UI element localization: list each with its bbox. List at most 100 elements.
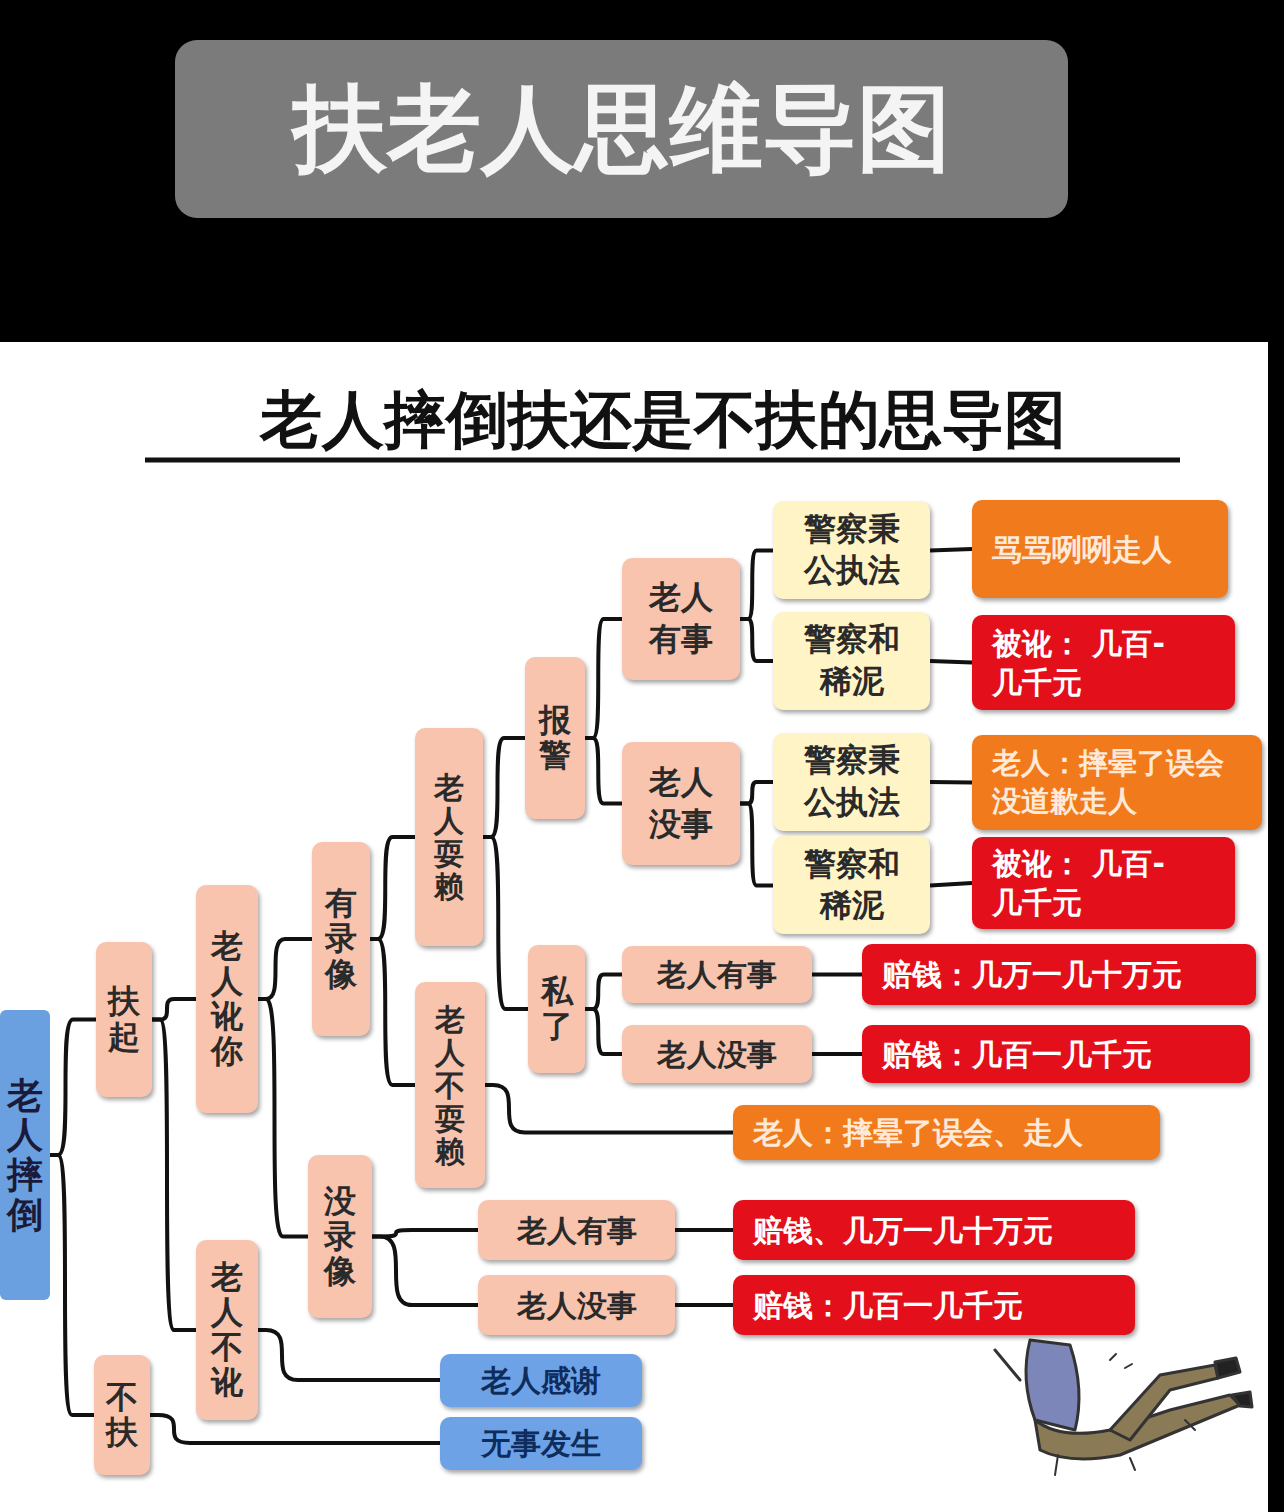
white-panel [0,342,1268,1512]
branch-node: 老人不耍赖 [415,982,485,1188]
connector [370,837,415,939]
node-text: 被讹： 几百-几千元 [992,844,1172,922]
connector [675,1303,733,1307]
connector [150,1415,440,1443]
node-text: 私了 [541,974,573,1044]
node-text: 不扶 [106,1380,138,1450]
branch-node: 扶起 [96,942,152,1097]
result-box: 无事发生 [440,1417,642,1470]
node-text: 老人：摔晕了误会、走人 [753,1113,1083,1152]
node-text: 骂骂咧咧走人 [992,530,1172,569]
node-text: 老人感谢 [481,1361,601,1400]
node-text: 警察和稀泥 [804,844,900,927]
node-text: 有录像 [325,886,357,992]
cost-box: 赔钱、几万一几十万元 [733,1200,1135,1260]
node-text: 警察秉公执法 [804,740,900,823]
node-text: 无事发生 [481,1424,601,1463]
subtitle: 老人摔倒扶还是不扶的思导图 [140,378,1185,462]
cost-box: 被讹： 几百-几千元 [972,615,1235,710]
branch-node: 没录像 [308,1155,372,1318]
node-text: 赔钱：几万一几十万元 [882,955,1182,994]
branch-node: 不扶 [94,1355,150,1475]
branch-node: 老人没事 [478,1275,675,1335]
connector [585,619,622,738]
branch-node: 老人不讹 [196,1240,258,1420]
node-text: 老人没事 [657,1035,777,1074]
outcome-box: 老人：摔晕了误会 没道歉走人 [972,735,1262,830]
outcome-box: 骂骂咧咧走人 [972,500,1228,598]
police-node: 警察秉公执法 [773,501,930,599]
node-text: 老人摔倒 [7,1076,43,1234]
connector [930,661,972,663]
title-text: 扶老人思维导图 [293,66,951,193]
connector [152,1020,196,1331]
result-box: 老人感谢 [440,1354,642,1407]
branch-node: 报警 [525,657,585,819]
node-text: 老人耍赖 [434,771,464,903]
node-text: 老人没事 [517,1286,637,1325]
cost-box: 赔钱：几百一几千元 [862,1025,1250,1083]
node-text: 扶起 [108,984,140,1054]
police-node: 警察和稀泥 [773,612,930,710]
connector [585,975,622,1010]
node-text: 被讹： 几百-几千元 [992,624,1172,702]
branch-node: 私了 [528,945,585,1073]
connector [483,738,525,837]
node-text: 老人有事 [649,577,713,660]
connector [930,549,972,550]
connector [152,999,196,1020]
branch-node: 老人有事 [622,946,812,1003]
connector [258,939,312,999]
connector [740,619,773,661]
connector [812,1052,862,1056]
police-node: 警察秉公执法 [773,733,930,831]
connector [812,973,862,977]
connector [740,550,773,619]
node-text: 赔钱、几万一几十万元 [753,1211,1053,1250]
branch-node: 老人有事 [622,558,740,680]
branch-node: 老人没事 [622,1025,812,1083]
node-text: 老人：摔晕了误会 没道歉走人 [992,745,1233,820]
connector [50,1020,96,1156]
node-text: 老人不讹 [211,1260,243,1401]
outcome-box: 老人：摔晕了误会、走人 [733,1105,1160,1160]
node-text: 老人不耍赖 [435,1003,465,1168]
node-text: 老人没事 [649,762,713,845]
connector [258,999,308,1237]
connector [675,1228,733,1232]
node-text: 赔钱：几百一几千元 [882,1035,1152,1074]
connector [370,939,415,1085]
cost-box: 被讹： 几百-几千元 [972,837,1235,929]
node-text: 老人有事 [517,1211,637,1250]
branch-node: 老人耍赖 [415,728,483,946]
fallen-man [990,1318,1252,1475]
node-text: 没录像 [324,1184,356,1290]
title-banner: 扶老人思维导图 [175,40,1068,218]
node-text: 老人讹你 [211,929,243,1070]
title-underline [145,458,1180,463]
branch-node: 有录像 [312,842,370,1036]
connector [372,1230,478,1237]
connector [930,780,972,785]
connector [740,804,773,886]
connector [585,1009,622,1054]
connector [930,883,972,885]
cost-box: 赔钱：几百一几千元 [733,1275,1135,1335]
police-node: 警察和稀泥 [773,836,930,934]
node-text: 报警 [539,703,571,773]
branch-node: 老人没事 [622,742,740,865]
root-node: 老人摔倒 [0,1010,50,1300]
connector [740,782,773,804]
connector [485,1085,733,1133]
node-text: 警察和稀泥 [804,619,900,702]
connector [483,837,528,1009]
node-text: 警察秉公执法 [804,509,900,592]
connector [50,1155,94,1415]
cost-box: 赔钱：几万一几十万元 [862,944,1256,1005]
node-text: 赔钱：几百一几千元 [753,1286,1023,1325]
connector [585,738,622,804]
branch-node: 老人有事 [478,1200,675,1260]
node-text: 老人有事 [657,955,777,994]
connector [372,1237,478,1306]
connector [258,1330,440,1380]
